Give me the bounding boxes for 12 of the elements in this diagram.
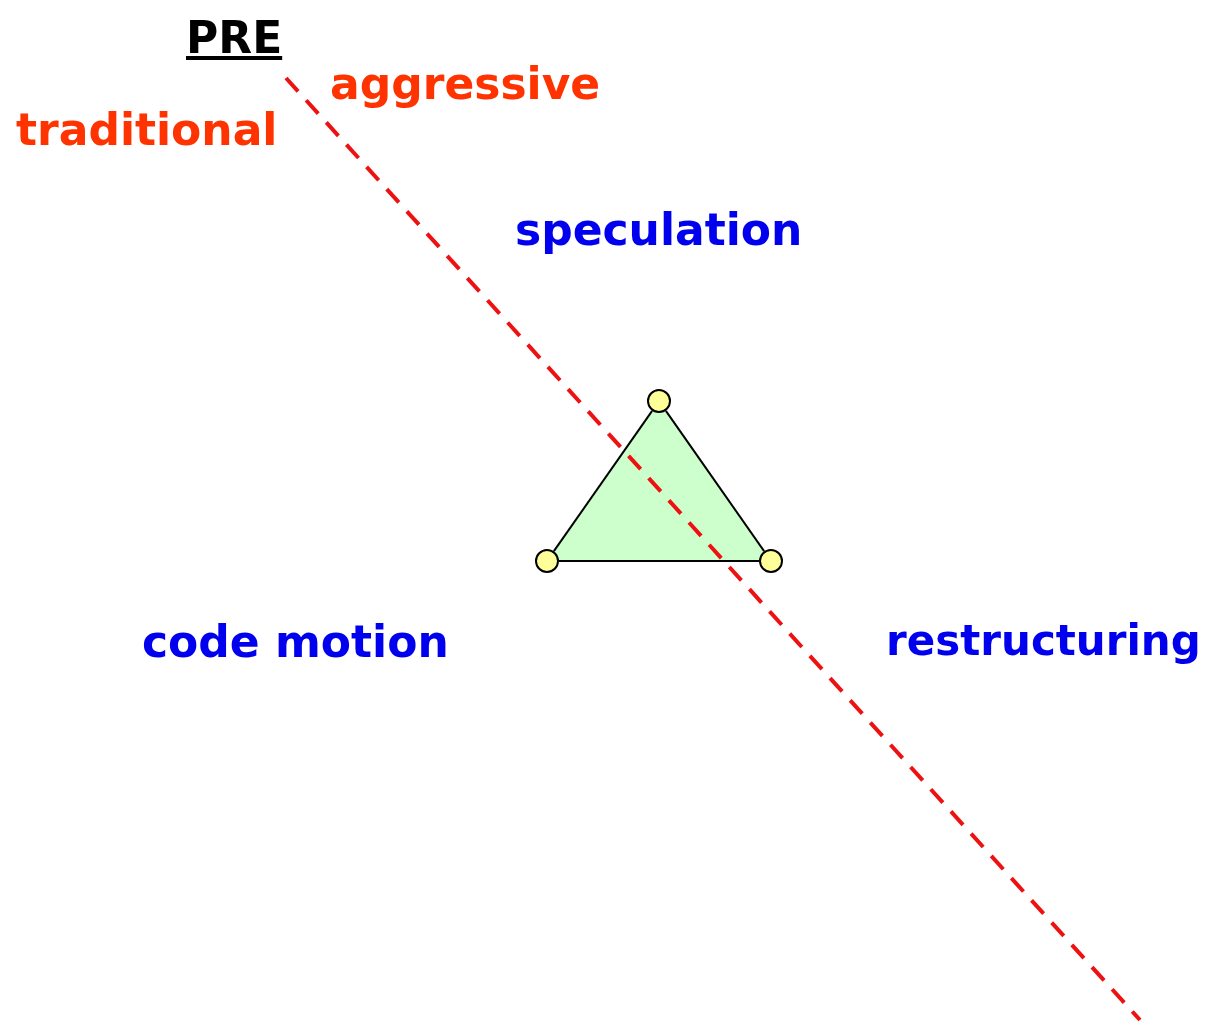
vertex-label: speculation [515, 208, 803, 252]
vertex-label: restructuring [886, 620, 1201, 662]
vertex-circle [535, 549, 559, 573]
vertex-circle [759, 549, 783, 573]
triangle-side [558, 560, 760, 562]
side-label: aggressive [330, 62, 601, 106]
triangle-side [664, 409, 766, 553]
vertex-circle [647, 389, 671, 413]
triangle-side [552, 409, 654, 553]
side-label: traditional [16, 108, 278, 152]
vertex-label: code motion [142, 620, 449, 664]
heading-label: PRE [186, 16, 283, 60]
